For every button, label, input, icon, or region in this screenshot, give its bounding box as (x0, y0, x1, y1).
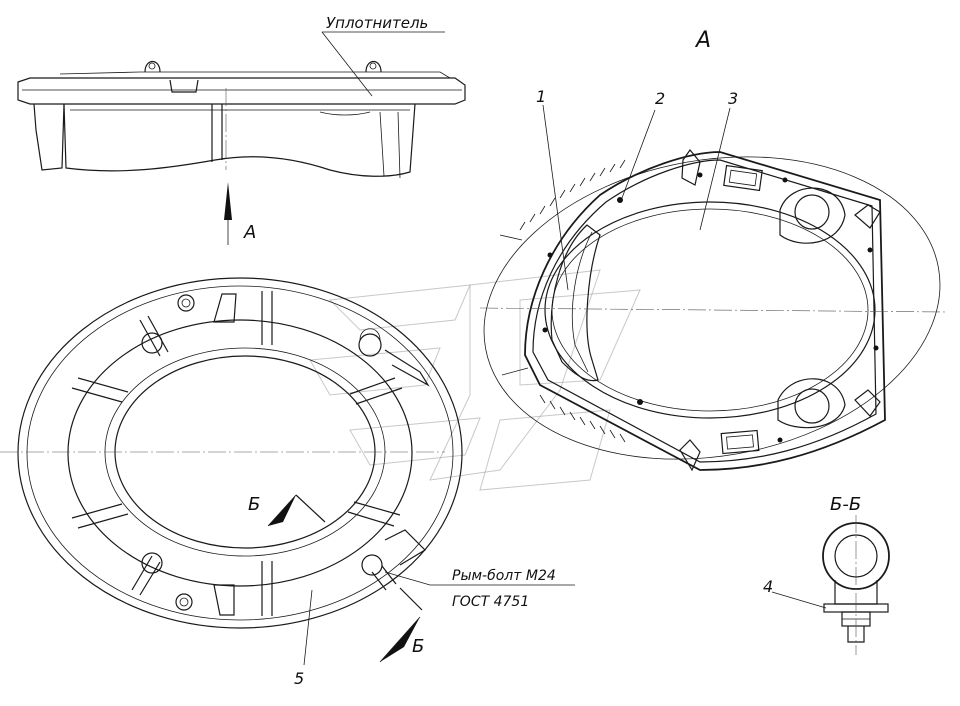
side-view (17, 60, 466, 179)
lifting-lug-top (177, 293, 237, 323)
callout-5-label: 5 (294, 669, 304, 688)
callout-2-label: 2 (655, 89, 665, 108)
section-marker-top: Б (248, 494, 326, 527)
callout-2: 2 (621, 89, 665, 199)
callout-1: 1 (536, 87, 569, 291)
view-a: А (479, 28, 946, 472)
section-marker-top-label: Б (248, 494, 260, 515)
seal-label: Уплотнитель (326, 14, 428, 32)
section-marker-bottom: Б (379, 587, 424, 663)
section-marker-bottom-label: Б (412, 636, 424, 657)
eyebolt-label-line2: ГОСТ 4751 (452, 594, 529, 610)
vent-slots (519, 159, 626, 443)
view-arrow-a-label: А (243, 222, 256, 243)
watermark-logo (309, 269, 641, 491)
callout-3-label: 3 (728, 89, 738, 108)
eyebolt-label-line1: Рым-болт М24 (452, 568, 556, 584)
callout-4-label: 4 (763, 577, 773, 596)
callout-1-label: 1 (536, 87, 546, 106)
view-a-title: А (694, 28, 711, 53)
eyebolt-boss-3 (131, 552, 163, 596)
section-bb-title: Б-Б (830, 494, 861, 515)
lifting-lug-bottom (175, 584, 235, 616)
section-bb: Б-Б (822, 494, 890, 655)
eyebolt-leader: Рым-болт М24 ГОСТ 4751 (384, 568, 575, 610)
eyebolt-boss-4 (361, 529, 426, 591)
callout-3: 3 (699, 89, 738, 231)
seal-leader: Уплотнитель (321, 14, 445, 97)
eyebolt-boss-1 (139, 315, 169, 357)
callout-4: 4 (763, 577, 827, 609)
callout-5: 5 (294, 589, 313, 688)
plan-view (0, 277, 463, 629)
view-arrow-a: А (224, 182, 256, 245)
eyebolt-boss-2 (358, 328, 430, 387)
